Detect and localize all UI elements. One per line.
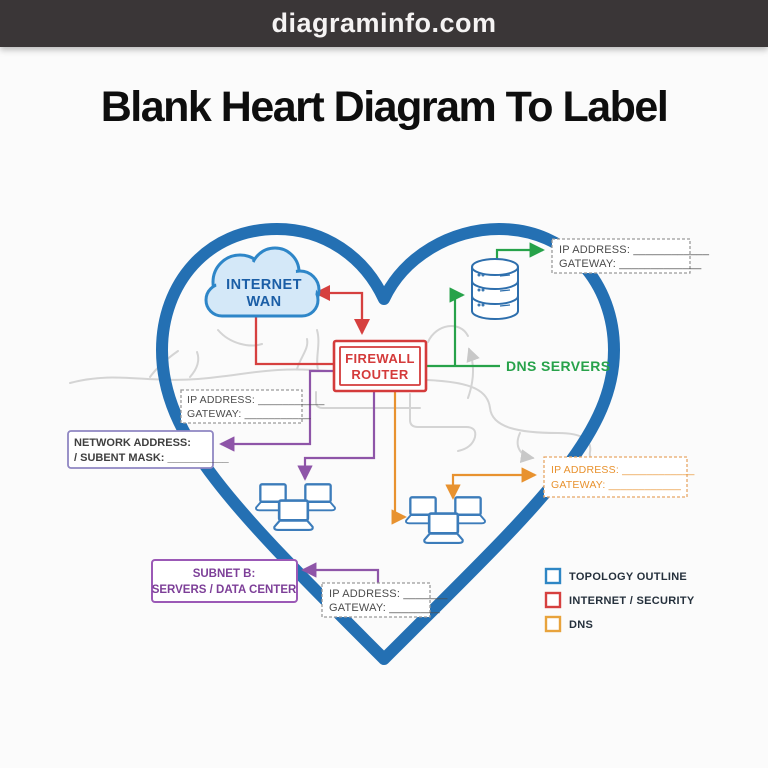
connector-database-ipbox <box>495 242 545 261</box>
decorative-trace <box>315 391 421 409</box>
ip-box-dns-line2: GATEWAY: ____________ <box>551 479 681 491</box>
page-title: Blank Heart Diagram To Label <box>100 83 669 131</box>
workstation-laptop-icon <box>272 499 315 532</box>
decorative-trace <box>296 338 309 370</box>
firewall-label-line2: ROUTER <box>351 367 408 382</box>
internet-security-connectors <box>254 284 371 366</box>
subnet-b-line2: SERVERS / DATA CENTER <box>152 584 297 596</box>
decorative-trace-arrow-up <box>466 347 480 399</box>
workstation-laptop-icon <box>422 512 465 545</box>
blank-label-boxes: IP ADDRESS: ____________ GATEWAY: ______… <box>67 238 710 618</box>
dns-servers-label: DNS SERVERS <box>506 358 611 374</box>
firewall-router-box: FIREWALL ROUTER <box>332 339 428 393</box>
connector-firewall-laptops-right <box>391 391 407 525</box>
cloud-label-line1: INTERNET <box>226 277 302 293</box>
connector-ipbox-subnetb <box>301 562 380 583</box>
subnet-connectors <box>219 369 380 583</box>
connector-cloud-firewall <box>313 284 371 336</box>
laptop-cluster-right <box>404 496 487 545</box>
legend-label-dns: DNS <box>569 619 593 631</box>
decorative-trace-arrow-right <box>516 432 535 464</box>
decorative-trace <box>69 368 329 384</box>
ip-box-subnet-side: IP ADDRESS: _______ GATEWAY: ________ <box>321 582 448 618</box>
network-address-line2: / SUBENT MASK: __________ <box>74 452 230 464</box>
decorative-trace <box>189 351 200 378</box>
subnet-b-line1: SUBNET B: <box>193 568 256 580</box>
site-name: diagraminfo.com <box>271 8 497 38</box>
legend-label-internet-security: INTERNET / SECURITY <box>569 595 695 607</box>
network-address-line1: NETWORK ADDRESS: <box>74 437 191 449</box>
connector-cloud-down <box>254 314 333 366</box>
dns-connectors <box>427 242 545 368</box>
ip-box-top-right: IP ADDRESS: ____________ GATEWAY: ______… <box>551 238 710 274</box>
orange-connectors <box>391 391 537 525</box>
connector-laptops-orangebox <box>445 467 537 500</box>
legend-swatch-internet-security <box>544 591 562 609</box>
cloud-label-line2: WAN <box>246 294 281 310</box>
legend-label-topology: TOPOLOGY OUTLINE <box>569 571 687 583</box>
legend: TOPOLOGY OUTLINE INTERNET / SECURITY DNS <box>544 567 695 633</box>
ip-box-subnet-line1: IP ADDRESS: _______ <box>329 588 448 600</box>
ip-box-wan-line1: IP ADDRESS: ___________ <box>187 394 325 406</box>
decorative-trace <box>427 325 469 343</box>
connector-firewall-database <box>449 287 465 366</box>
ip-box-subnet-line2: GATEWAY: ________ <box>329 602 440 614</box>
legend-swatch-topology <box>544 567 562 585</box>
ip-box-wan-side: IP ADDRESS: ___________ GATEWAY: _______… <box>180 389 325 424</box>
ip-box-top-right-line1: IP ADDRESS: ____________ <box>559 244 710 256</box>
legend-swatch-dns <box>544 615 562 633</box>
ip-box-dns-line1: IP ADDRESS: ____________ <box>551 464 695 476</box>
site-header: diagraminfo.com <box>0 0 768 47</box>
ip-box-wan-line2: GATEWAY: ___________ <box>187 408 311 420</box>
decorative-trace <box>217 329 263 347</box>
laptop-cluster-left <box>254 483 337 532</box>
firewall-label-line1: FIREWALL <box>345 351 415 366</box>
dns-server-database-icon <box>471 258 519 320</box>
internet-wan-cloud-icon: INTERNET WAN <box>204 246 321 318</box>
connector-firewall-networkbox <box>219 369 336 452</box>
ip-box-dns-side: IP ADDRESS: ____________ GATEWAY: ______… <box>543 456 695 498</box>
network-address-box: NETWORK ADDRESS: / SUBENT MASK: ________… <box>67 430 230 469</box>
ip-box-top-right-line2: GATEWAY: _____________ <box>559 258 702 270</box>
decorative-trace <box>409 393 477 452</box>
subnet-b-box: SUBNET B: SERVERS / DATA CENTER <box>151 559 298 603</box>
heart-outline <box>156 223 620 665</box>
connector-firewall-laptops-left <box>297 391 376 481</box>
